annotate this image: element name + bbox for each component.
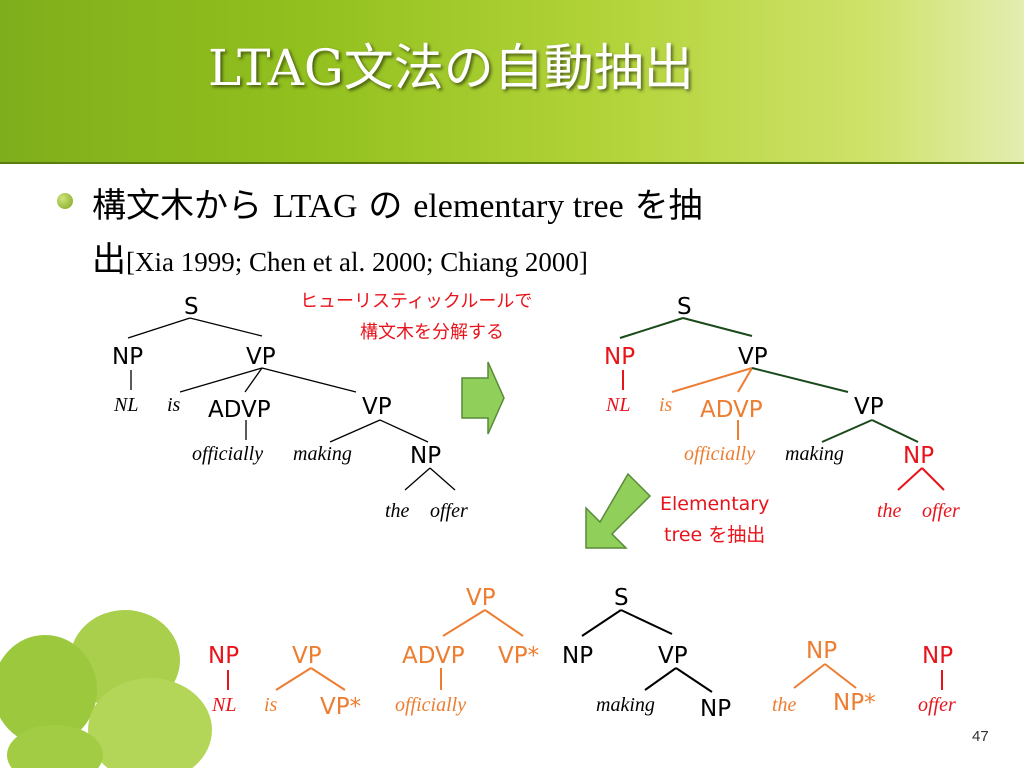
node-vp: VP (738, 344, 768, 370)
diagonal-arrow-icon (585, 472, 652, 549)
right-arrow-icon (461, 361, 505, 435)
word-nl: NL (113, 394, 138, 416)
elementary-tree-s-making: S NP VP making NP (562, 585, 731, 722)
word-is: is (167, 394, 181, 416)
word-the: the (877, 500, 902, 522)
apples-decoration (0, 610, 212, 768)
node-advp: ADVP (208, 397, 271, 423)
word-officially: officially (684, 443, 755, 465)
word-nl: NL (605, 394, 630, 416)
parse-tree-decomposed (619, 317, 945, 491)
node-advp: ADVP (700, 397, 763, 423)
word-is: is (659, 394, 673, 416)
node-s: S (677, 294, 692, 320)
node-vp: VP (362, 394, 392, 420)
node-np: NP (208, 643, 239, 669)
node-np-foot: NP* (833, 690, 876, 716)
bullet-text-6: 出 (92, 240, 126, 280)
word-officially: officially (192, 443, 263, 465)
bullet-text-ltag: LTAG (272, 188, 358, 225)
word-making: making (785, 443, 844, 465)
elementary-tree-np-nl: NP NL (208, 643, 239, 716)
elementary-tree-vp-advp: VP ADVP VP* officially (395, 585, 539, 716)
elementary-tree-vp-is: VP is VP* (264, 643, 361, 720)
parse-tree-original (127, 317, 456, 491)
elementary-tree-np-offer: NP offer (918, 643, 956, 716)
annotation-extract: tree を抽出 (664, 524, 765, 546)
node-vp-foot: VP* (498, 643, 539, 669)
node-np: NP (806, 638, 837, 664)
node-s: S (614, 585, 629, 611)
banner-divider (0, 162, 1024, 164)
word-nl: NL (211, 694, 236, 716)
bullet-text-elementary: elementary tree (413, 188, 624, 225)
bullet-line-2: 出[Xia 1999; Chen et al. 2000; Chiang 200… (92, 232, 588, 281)
bullet-icon (57, 193, 73, 209)
title-banner (0, 0, 1024, 162)
word-officially: officially (395, 694, 466, 716)
annotation-decompose: 構文木を分解する (360, 322, 504, 343)
word-the: the (772, 694, 797, 716)
node-np: NP (604, 344, 635, 370)
node-np: NP (922, 643, 953, 669)
page-number: 47 (972, 728, 989, 745)
annotation-elementary: Elementary (660, 493, 769, 515)
bullet-text-5: を抽 (623, 186, 703, 226)
node-np: NP (112, 344, 143, 370)
word-the: the (385, 500, 410, 522)
word-making: making (596, 694, 655, 716)
node-vp: VP (466, 585, 496, 611)
node-np: NP (410, 443, 441, 469)
bullet-text-3: の (357, 186, 414, 226)
word-offer: offer (918, 694, 956, 716)
slide-title: LTAG文法の自動抽出 (208, 39, 694, 97)
bullet-line-1: 構文木から LTAG の elementary tree を抽 (92, 178, 703, 227)
node-np: NP (562, 643, 593, 669)
elementary-tree-np-the: NP the NP* (772, 638, 876, 716)
node-vp: VP (854, 394, 884, 420)
word-making: making (293, 443, 352, 465)
annotation-heuristic: ヒューリスティックルールで (300, 291, 532, 312)
node-np: NP (903, 443, 934, 469)
node-advp: ADVP (402, 643, 465, 669)
word-is: is (264, 694, 278, 716)
node-vp: VP (292, 643, 322, 669)
word-offer: offer (430, 500, 468, 522)
node-vp: VP (658, 643, 688, 669)
node-np: NP (700, 696, 731, 722)
bullet-text-1: 構文木から (92, 186, 273, 226)
bullet-citation: [Xia 1999; Chen et al. 2000; Chiang 2000… (126, 247, 588, 277)
node-s: S (184, 294, 199, 320)
node-vp: VP (246, 344, 276, 370)
node-vp-foot: VP* (320, 694, 361, 720)
word-offer: offer (922, 500, 960, 522)
